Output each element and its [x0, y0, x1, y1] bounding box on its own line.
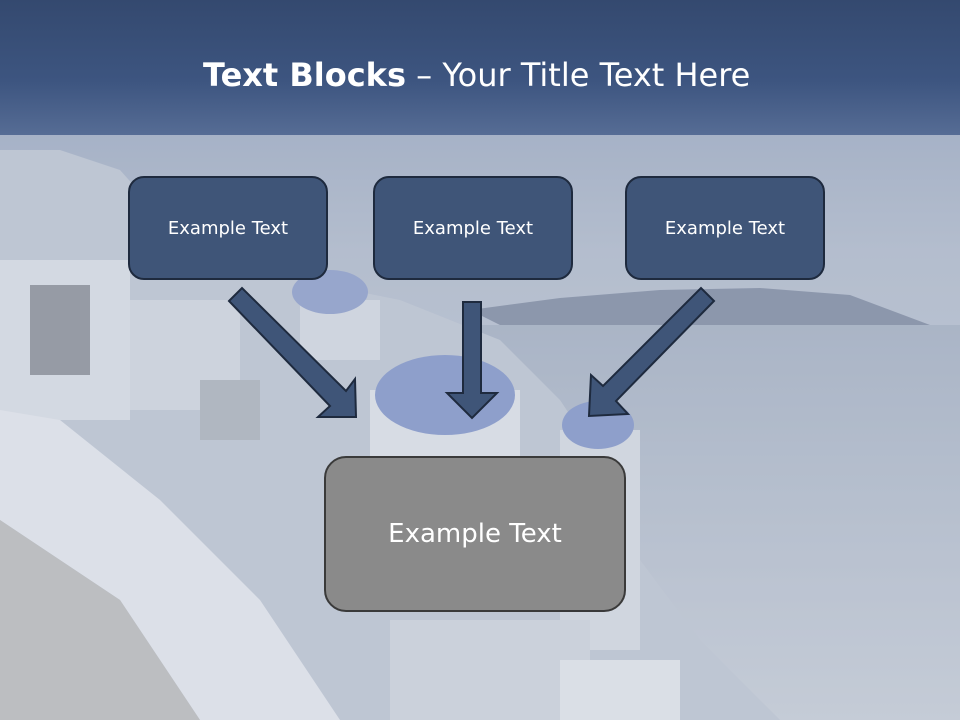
- title-dash: –: [406, 56, 443, 94]
- title-bold: Text Blocks: [203, 56, 406, 94]
- example-text-block-1[interactable]: Example Text: [128, 176, 328, 280]
- block-label: Example Text: [412, 217, 534, 239]
- example-text-block-2[interactable]: Example Text: [373, 176, 573, 280]
- target-label: Example Text: [388, 519, 562, 549]
- example-text-block-3[interactable]: Example Text: [625, 176, 825, 280]
- example-text-target-block[interactable]: Example Text: [324, 456, 626, 612]
- title-rest: Your Title Text Here: [442, 56, 751, 94]
- block-label: Example Text: [664, 217, 786, 239]
- slide-title: Text Blocks – Your Title Text Here: [203, 52, 750, 98]
- block-label: Example Text: [167, 217, 289, 239]
- title-bar: Text Blocks – Your Title Text Here: [0, 0, 960, 135]
